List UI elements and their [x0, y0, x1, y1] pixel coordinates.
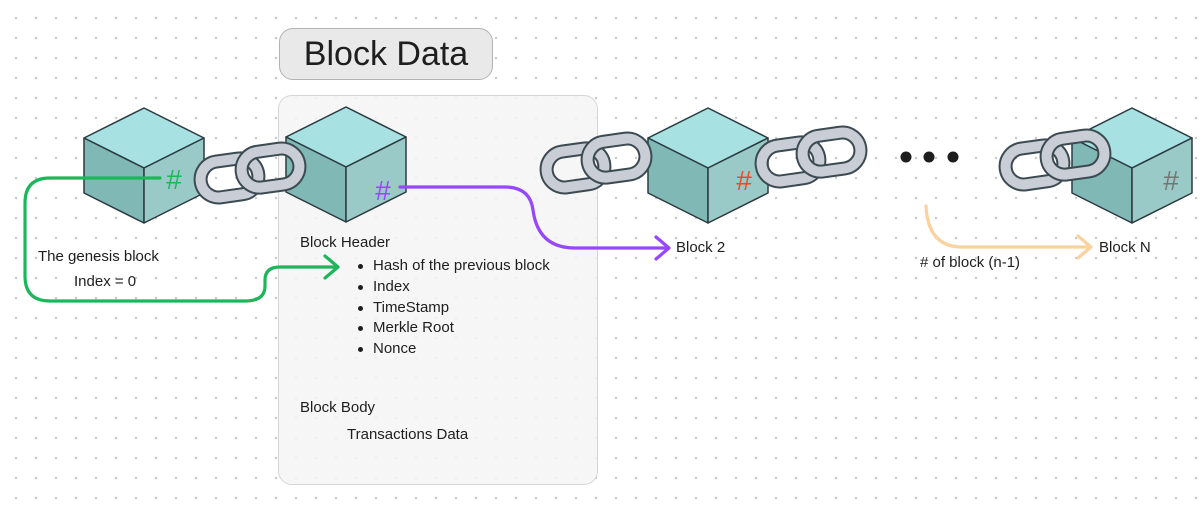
- block-count-label: # of block (n-1): [920, 254, 1021, 271]
- block-body-content: Transactions Data: [347, 426, 469, 443]
- block-2-hash-icon: #: [736, 165, 752, 196]
- genesis-hash-arrow: [23, 176, 340, 303]
- chain-link-icon: [759, 130, 864, 184]
- genesis-block-cube: [83, 107, 205, 224]
- block-header-hash-arrow: [398, 185, 671, 261]
- block-n-hash-icon: #: [1163, 165, 1179, 196]
- ellipsis-icon: [900, 151, 959, 163]
- block-2-label: Block 2: [676, 239, 726, 256]
- header-field-item: Merkle Root: [355, 318, 550, 339]
- block-1-hash-icon: #: [375, 175, 391, 206]
- genesis-hash-icon: #: [166, 164, 182, 195]
- chain-link-icon: [544, 136, 649, 190]
- genesis-index-label: Index = 0: [74, 273, 137, 290]
- header-field-item: Hash of the previous block: [355, 256, 550, 277]
- block-body-heading: Block Body: [300, 399, 376, 416]
- genesis-block-caption: The genesis block: [38, 248, 159, 265]
- header-field-item: Index: [355, 277, 550, 298]
- block-header-field-list: Hash of the previous block Index TimeSta…: [355, 256, 550, 360]
- block-n-label: Block N: [1099, 239, 1151, 256]
- block-count-arrow: [924, 204, 1093, 260]
- header-field-item: Nonce: [355, 339, 550, 360]
- header-field-item: TimeStamp: [355, 298, 550, 319]
- block-data-title: Block Data: [279, 28, 493, 80]
- block-header-heading: Block Header: [300, 234, 391, 251]
